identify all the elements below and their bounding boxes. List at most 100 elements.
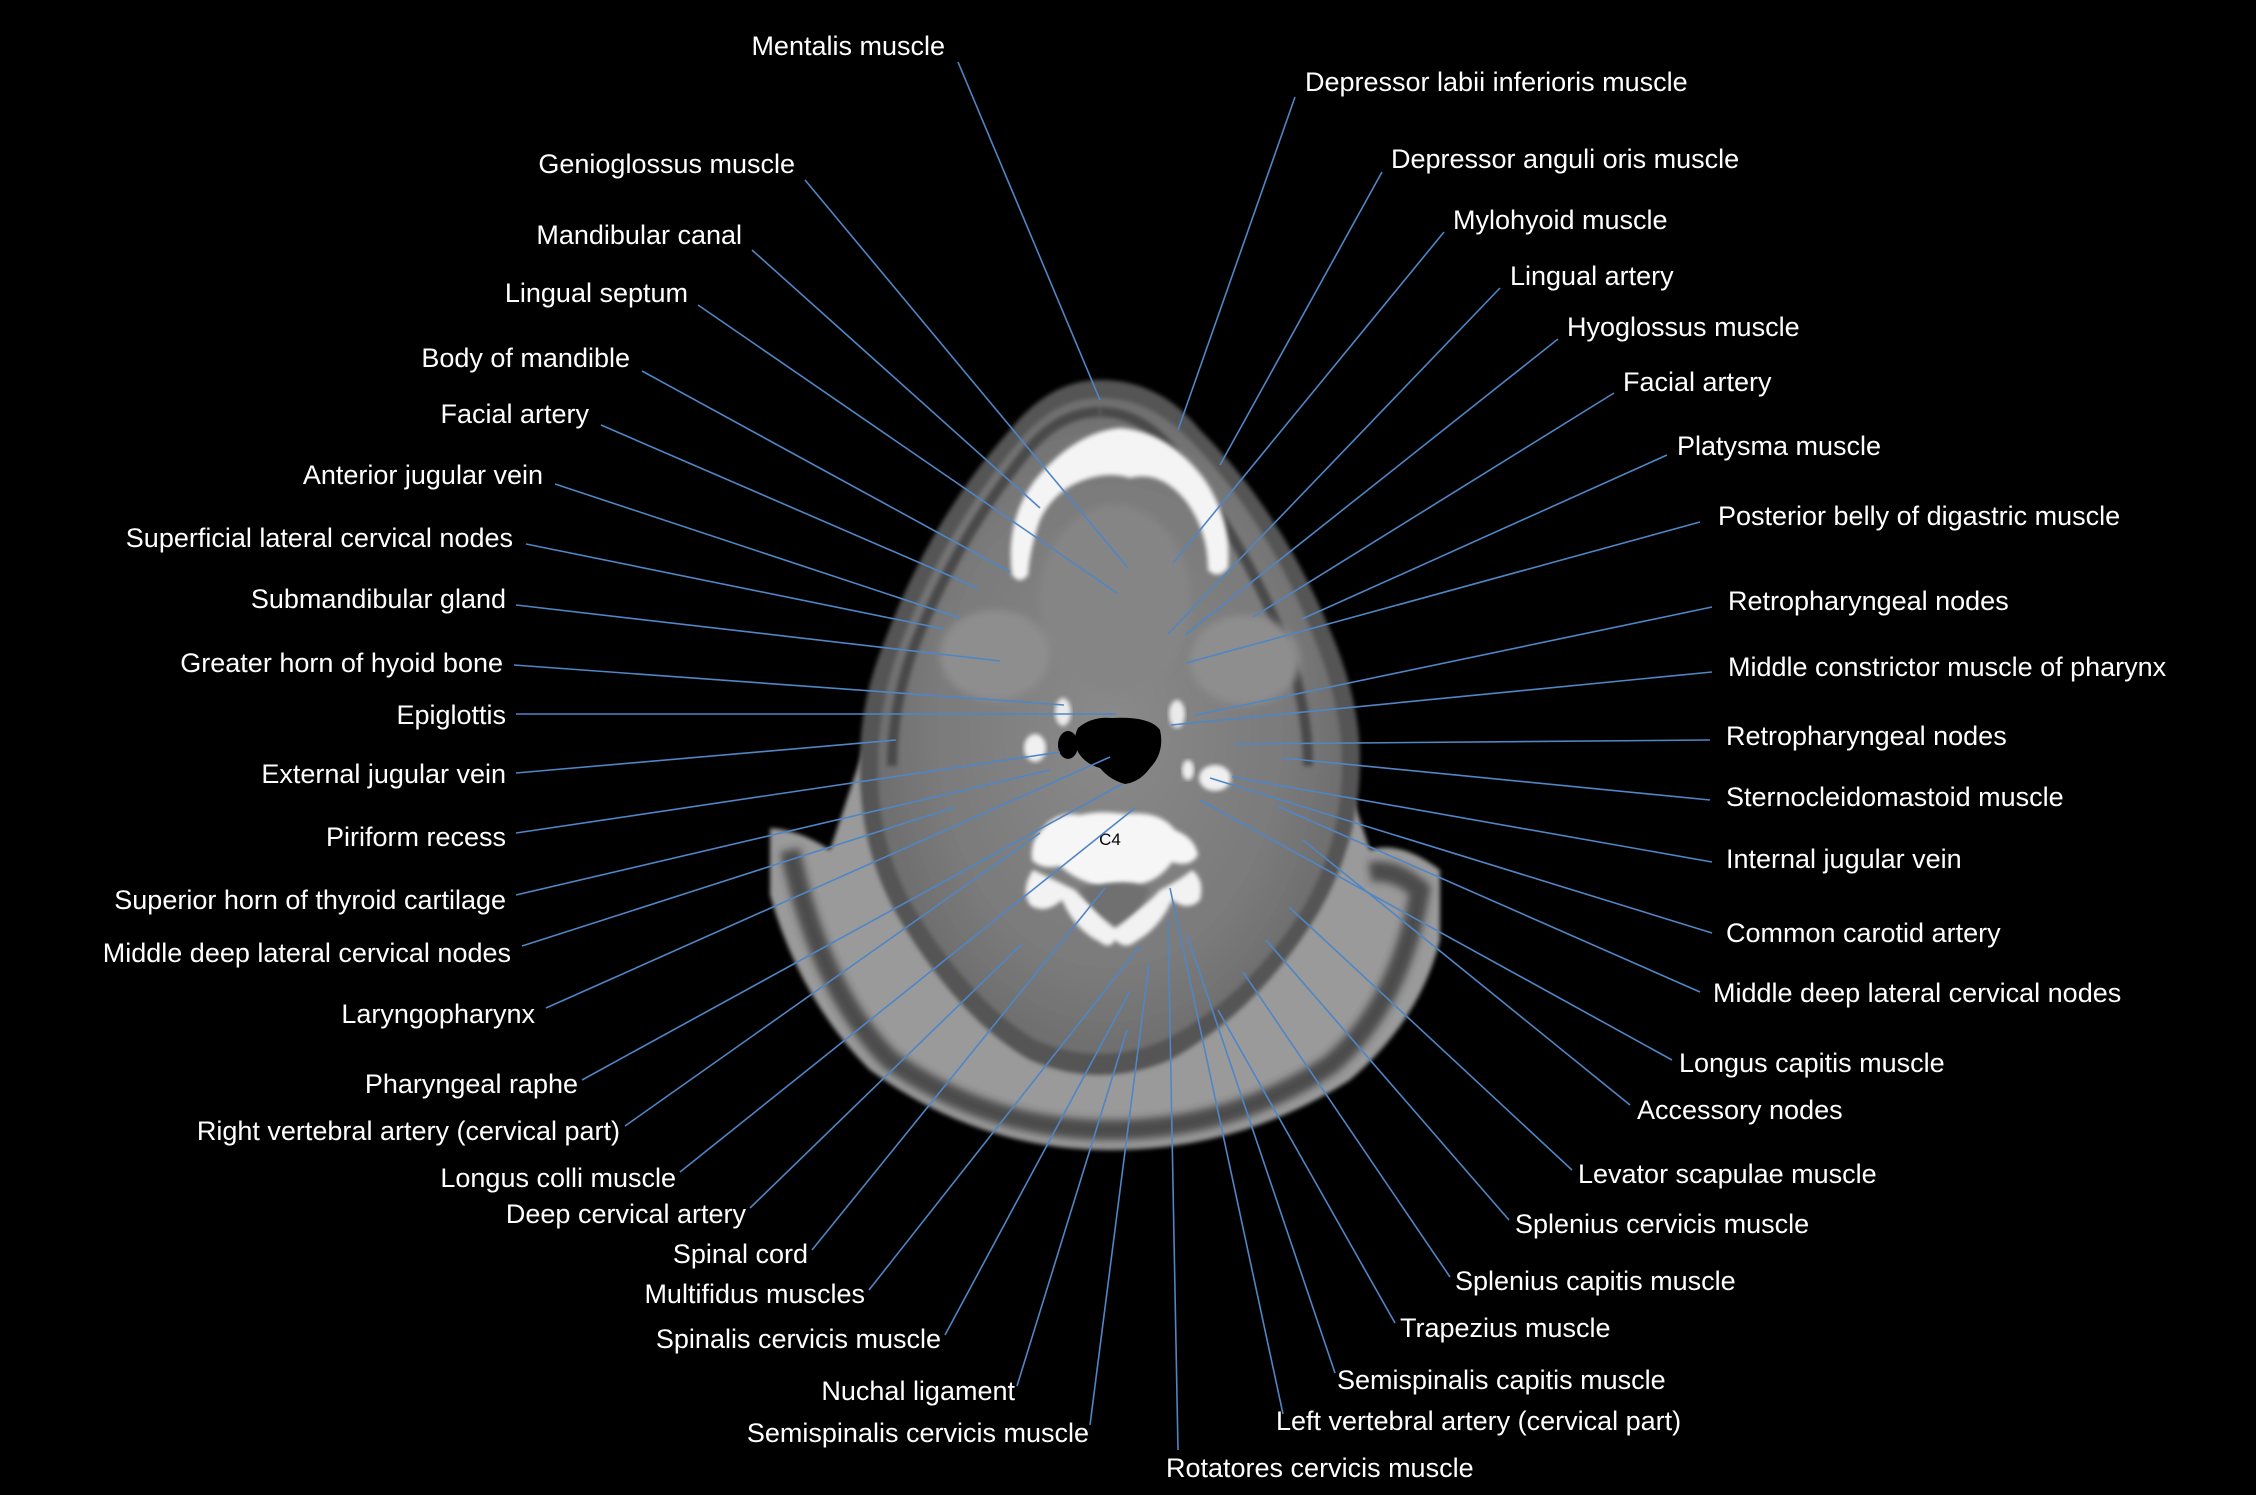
leader-line-semispinalis-capitis-muscle [1186, 934, 1336, 1374]
label-superior-horn-of-thyroid-cartilage: Superior horn of thyroid cartilage [114, 885, 506, 915]
label-platysma-muscle: Platysma muscle [1677, 431, 1881, 461]
leader-line-retropharyngeal-nodes [1234, 739, 1711, 745]
leader-line-spinal-cord [811, 887, 1106, 1251]
label-lingual-septum: Lingual septum [505, 278, 688, 308]
mandible-bone [1010, 428, 1229, 580]
label-laryngopharynx: Laryngopharynx [341, 999, 535, 1029]
leader-line-hyoglossus-muscle [1184, 338, 1559, 636]
label-middle-deep-lateral-cervical-nodes: Middle deep lateral cervical nodes [103, 938, 511, 968]
label-multifidus-muscles: Multifidus muscles [644, 1279, 865, 1309]
leader-line-middle-deep-lateral-cervical-nodes [1276, 805, 1701, 993]
label-piriform-recess: Piriform recess [326, 822, 506, 852]
label-internal-jugular-vein: Internal jugular vein [1726, 844, 1962, 874]
leader-line-rotatores-cervicis-muscle [1167, 919, 1179, 1451]
leader-line-submandibular-gland [515, 604, 1001, 662]
label-genioglossus-muscle: Genioglossus muscle [538, 149, 795, 179]
label-nuchal-ligament: Nuchal ligament [821, 1376, 1015, 1406]
leader-line-mentalis-muscle [957, 61, 1101, 401]
leader-line-longus-colli-muscle [679, 807, 1136, 1173]
leader-line-superficial-lateral-cervical-nodes [525, 543, 945, 630]
leader-line-left-vertebral-artery-cervical-part [1169, 887, 1284, 1415]
leader-line-splenius-cervicis-muscle [1265, 939, 1510, 1221]
label-anterior-jugular-vein: Anterior jugular vein [303, 460, 543, 490]
label-semispinalis-cervicis-muscle: Semispinalis cervicis muscle [747, 1418, 1089, 1448]
leader-line-depressor-labii-inferioris-muscle [1177, 96, 1296, 431]
leader-line-platysma-muscle [1301, 454, 1668, 620]
label-splenius-capitis-muscle: Splenius capitis muscle [1455, 1266, 1736, 1296]
label-left-vertebral-artery-cervical-part: Left vertebral artery (cervical part) [1276, 1406, 1681, 1436]
label-semispinalis-capitis-muscle: Semispinalis capitis muscle [1337, 1365, 1666, 1395]
label-retropharyngeal-nodes: Retropharyngeal nodes [1728, 586, 2009, 616]
leader-line-greater-horn-of-hyoid-bone [513, 664, 1065, 706]
label-retropharyngeal-nodes: Retropharyngeal nodes [1726, 721, 2007, 751]
leader-line-lingual-artery [1167, 287, 1501, 635]
leader-line-genioglossus-muscle [804, 179, 1129, 569]
label-superficial-lateral-cervical-nodes: Superficial lateral cervical nodes [126, 523, 513, 553]
leader-line-nuchal-ligament [1016, 1029, 1128, 1387]
label-greater-horn-of-hyoid-bone: Greater horn of hyoid bone [180, 648, 503, 678]
label-hyoglossus-muscle: Hyoglossus muscle [1567, 312, 1800, 342]
leader-line-mandibular-canal [751, 249, 1041, 509]
label-mandibular-canal: Mandibular canal [536, 220, 742, 250]
leader-line-anterior-jugular-vein [554, 483, 961, 619]
leader-line-depressor-anguli-oris-muscle [1219, 171, 1383, 466]
leader-line-semispinalis-cervicis-muscle [1089, 963, 1150, 1426]
leader-line-mylohyoid-muscle [1172, 231, 1445, 564]
label-accessory-nodes: Accessory nodes [1637, 1095, 1843, 1125]
leader-line-pharyngeal-raphe [581, 783, 1123, 1081]
leader-line-splenius-capitis-muscle [1242, 971, 1451, 1278]
label-spinal-cord: Spinal cord [673, 1239, 808, 1269]
label-common-carotid-artery: Common carotid artery [1726, 918, 2001, 948]
label-facial-artery: Facial artery [1623, 367, 1772, 397]
label-depressor-labii-inferioris-muscle: Depressor labii inferioris muscle [1305, 67, 1688, 97]
leader-line-sternocleidomastoid-muscle [1282, 757, 1711, 801]
label-spinalis-cervicis-muscle: Spinalis cervicis muscle [656, 1324, 941, 1354]
label-lingual-artery: Lingual artery [1510, 261, 1674, 291]
leader-line-right-vertebral-artery-cervical-part [624, 832, 1041, 1127]
label-middle-constrictor-muscle-of-pharynx: Middle constrictor muscle of pharynx [1728, 652, 2167, 682]
label-rotatores-cervicis-muscle: Rotatores cervicis muscle [1166, 1453, 1474, 1483]
leader-line-common-carotid-artery [1209, 777, 1713, 934]
label-body-of-mandible: Body of mandible [421, 343, 630, 373]
leader-line-trapezius-muscle [1217, 1009, 1396, 1324]
leader-line-facial-artery [1252, 392, 1615, 618]
label-trapezius-muscle: Trapezius muscle [1400, 1313, 1611, 1343]
leader-line-laryngopharynx [545, 756, 1111, 1009]
vertebra-c4 [1031, 812, 1198, 886]
label-sternocleidomastoid-muscle: Sternocleidomastoid muscle [1726, 782, 2064, 812]
leader-lines [513, 61, 1713, 1451]
leader-line-middle-deep-lateral-cervical-nodes [521, 806, 956, 947]
leader-line-longus-capitis-muscle [1199, 799, 1673, 1061]
leader-line-middle-constrictor-muscle-of-pharynx [1170, 671, 1713, 726]
leader-line-retropharyngeal-nodes [1195, 606, 1713, 716]
leader-line-multifidus-muscles [868, 945, 1141, 1291]
label-middle-deep-lateral-cervical-nodes: Middle deep lateral cervical nodes [1713, 978, 2121, 1008]
label-epiglottis: Epiglottis [396, 700, 506, 730]
airway [1075, 717, 1162, 784]
leader-line-piriform-recess [515, 751, 1061, 834]
leader-line-posterior-belly-of-digastric-muscle [1185, 521, 1701, 664]
label-longus-capitis-muscle: Longus capitis muscle [1679, 1048, 1945, 1078]
label-splenius-cervicis-muscle: Splenius cervicis muscle [1515, 1209, 1809, 1239]
label-external-jugular-vein: External jugular vein [261, 759, 506, 789]
leader-line-internal-jugular-vein [1231, 776, 1713, 863]
leader-line-superior-horn-of-thyroid-cartilage [515, 769, 1051, 896]
label-mentalis-muscle: Mentalis muscle [751, 31, 945, 61]
leader-line-spinalis-cervicis-muscle [944, 990, 1131, 1336]
label-posterior-belly-of-digastric-muscle: Posterior belly of digastric muscle [1718, 501, 2120, 531]
label-longus-colli-muscle: Longus colli muscle [440, 1163, 676, 1193]
leader-line-accessory-nodes [1302, 839, 1631, 1106]
label-deep-cervical-artery: Deep cervical artery [506, 1199, 747, 1229]
leader-line-external-jugular-vein [515, 739, 897, 774]
label-facial-artery: Facial artery [440, 399, 589, 429]
vertebra-level-label: C4 [1099, 830, 1121, 849]
label-submandibular-gland: Submandibular gland [251, 584, 506, 614]
leader-line-lingual-septum [697, 304, 1118, 594]
leader-line-facial-artery [600, 424, 979, 589]
label-right-vertebral-artery-cervical-part: Right vertebral artery (cervical part) [197, 1116, 620, 1146]
leader-line-levator-scapulae-muscle [1288, 906, 1573, 1171]
label-depressor-anguli-oris-muscle: Depressor anguli oris muscle [1391, 144, 1739, 174]
ct-scan-image: C4 [770, 380, 1440, 1150]
